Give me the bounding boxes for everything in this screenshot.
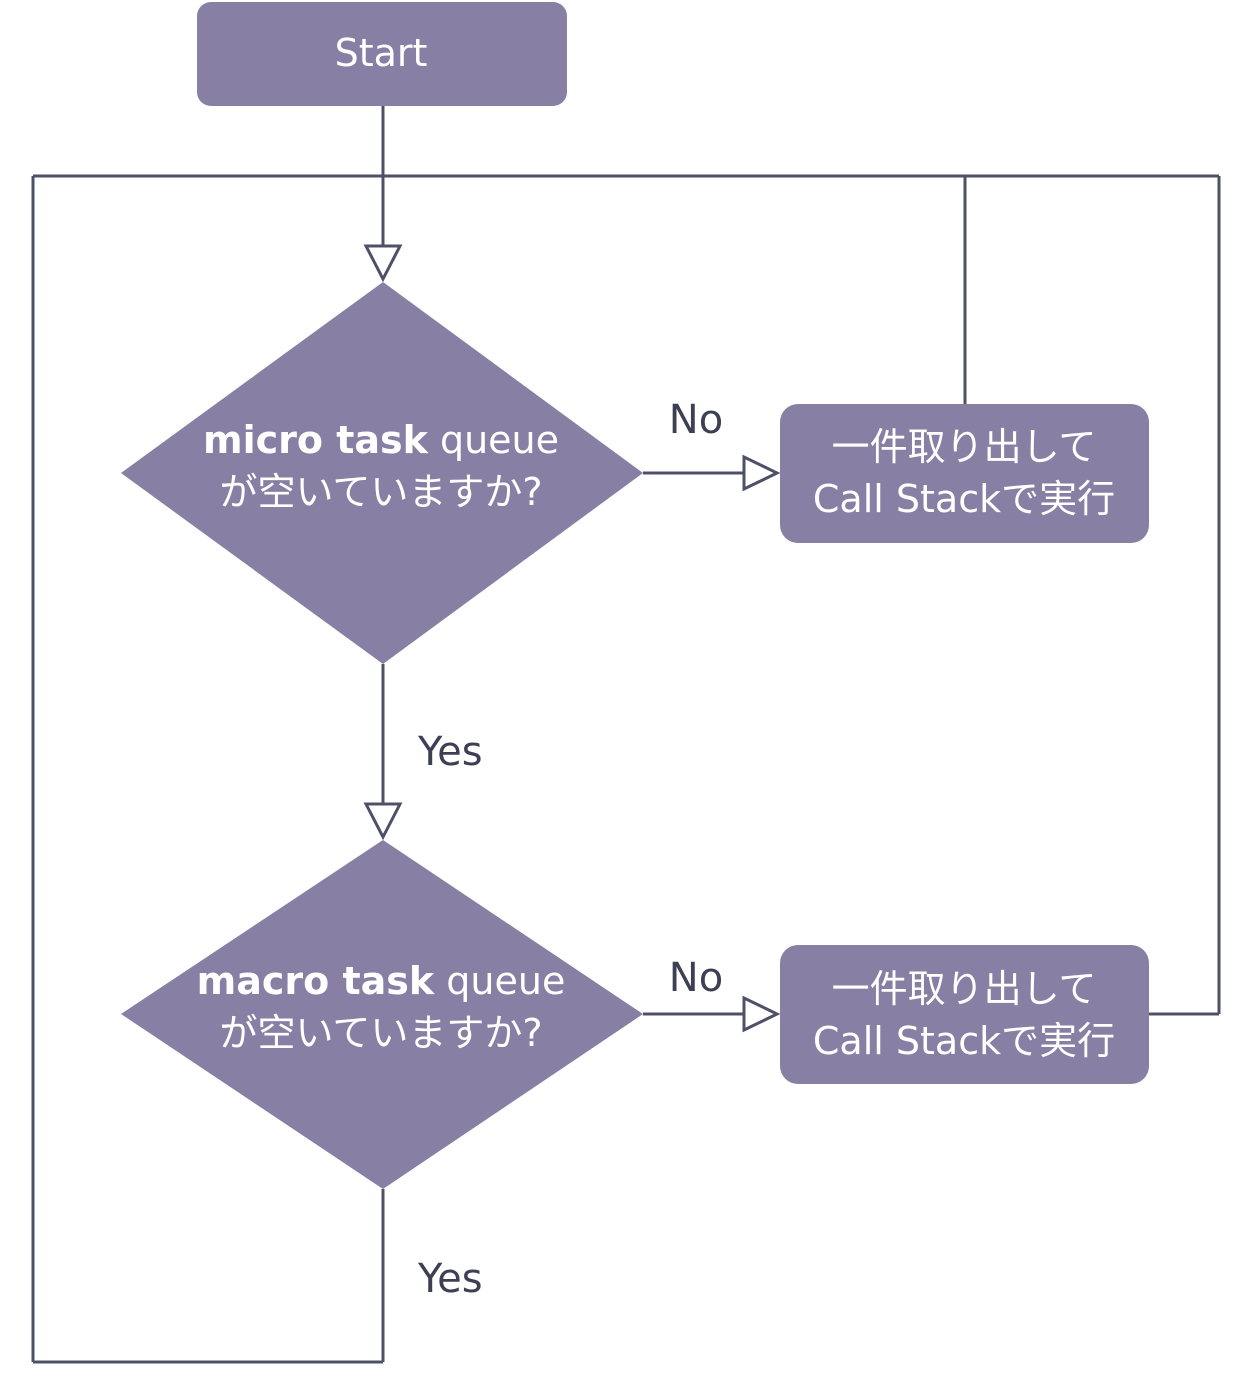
- arrowhead-to-micro-process: [742, 454, 781, 492]
- process-macro-line1: 一件取り出して: [832, 967, 1097, 1011]
- label-micro-no: No: [669, 397, 723, 443]
- process-micro-line2: Call Stackで実行: [813, 477, 1115, 521]
- decision-macro-task: macro task queue が空いていますか?: [121, 840, 643, 1189]
- decision-micro-task: micro task queue が空いていますか?: [121, 282, 643, 664]
- decision-macro-line1: macro task queue: [197, 959, 566, 1003]
- decision-macro-line2: が空いていますか?: [219, 1011, 542, 1055]
- edge-labels: No Yes No Yes: [417, 397, 723, 1302]
- process-macro-line2: Call Stackで実行: [813, 1019, 1115, 1063]
- decision-macro-normal: queue: [434, 959, 565, 1003]
- arrowhead-to-micro-decision: [363, 244, 403, 283]
- process-micro-line1: 一件取り出して: [832, 425, 1097, 469]
- decision-macro-bold: macro task: [197, 959, 435, 1003]
- decision-micro-line2: が空いていますか?: [219, 470, 542, 514]
- arrowhead-to-macro-decision: [363, 802, 403, 841]
- decision-micro-line1: micro task queue: [203, 418, 559, 462]
- label-micro-yes: Yes: [417, 729, 483, 775]
- start-node: Start: [197, 2, 567, 106]
- arrowheads: [363, 244, 781, 1033]
- process-macro: 一件取り出して Call Stackで実行: [780, 945, 1149, 1084]
- decision-micro-normal: queue: [428, 418, 559, 462]
- process-micro: 一件取り出して Call Stackで実行: [780, 404, 1149, 543]
- label-macro-yes: Yes: [417, 1256, 483, 1302]
- decision-micro-bold: micro task: [203, 418, 429, 462]
- label-macro-no: No: [669, 955, 723, 1001]
- arrowhead-to-macro-process: [742, 995, 781, 1033]
- connectors: [31, 106, 1221, 1364]
- start-label: Start: [335, 31, 428, 75]
